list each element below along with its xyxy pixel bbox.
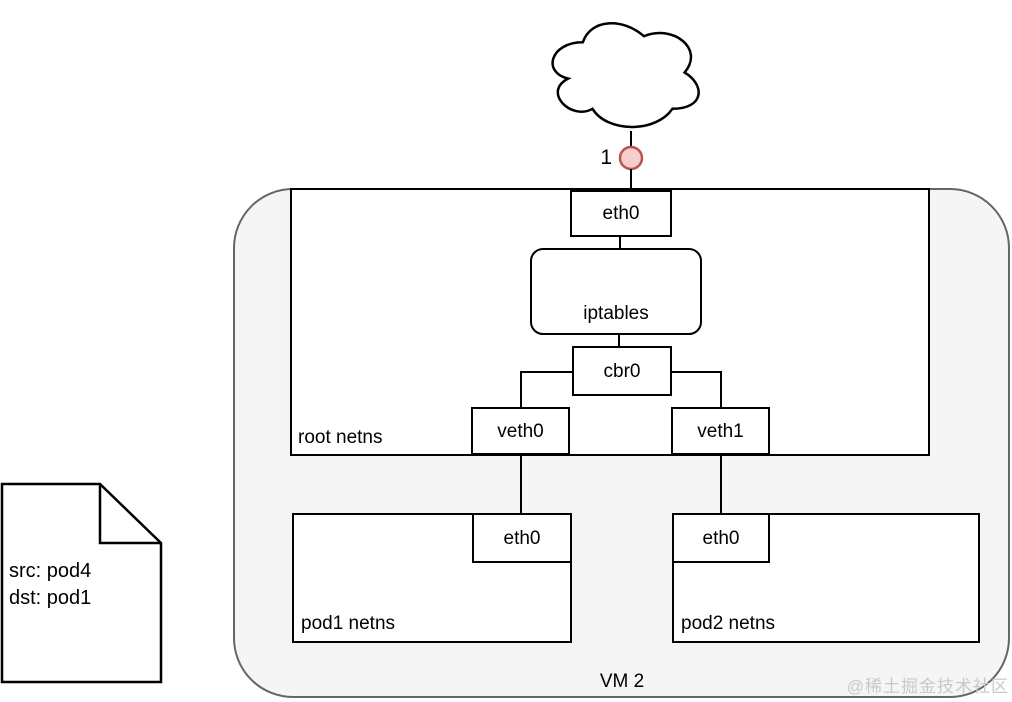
node-iptables: iptables	[530, 248, 702, 335]
packet-dst-line: dst: pod1	[9, 587, 92, 609]
node-veth0: veth0	[471, 407, 570, 455]
hop-number-label: 1	[600, 146, 612, 169]
pod2-netns-label: pod2 netns	[681, 613, 776, 634]
connector-cbr0-veth1	[672, 371, 722, 408]
packet-src-line: src: pod4	[9, 560, 92, 582]
internet-cloud-icon	[551, 22, 700, 129]
hop-marker-icon	[618, 145, 644, 171]
packet-note-shape	[0, 482, 163, 684]
node-eth0-root: eth0	[570, 190, 672, 237]
node-pod2-eth0: eth0	[672, 513, 770, 563]
node-pod1-eth0: eth0	[472, 513, 572, 563]
node-veth1: veth1	[671, 407, 770, 455]
node-cbr0: cbr0	[572, 346, 672, 396]
connector-cbr0-veth0	[520, 371, 572, 408]
vm2-label: VM 2	[599, 671, 645, 692]
packet-note-fold-icon	[98, 484, 161, 545]
packet-note-text: src: pod4 dst: pod1	[9, 558, 159, 612]
root-netns-label: root netns	[298, 427, 383, 448]
watermark-text: @稀土掘金技术社区	[846, 677, 1009, 696]
pod1-netns-label: pod1 netns	[301, 613, 396, 634]
